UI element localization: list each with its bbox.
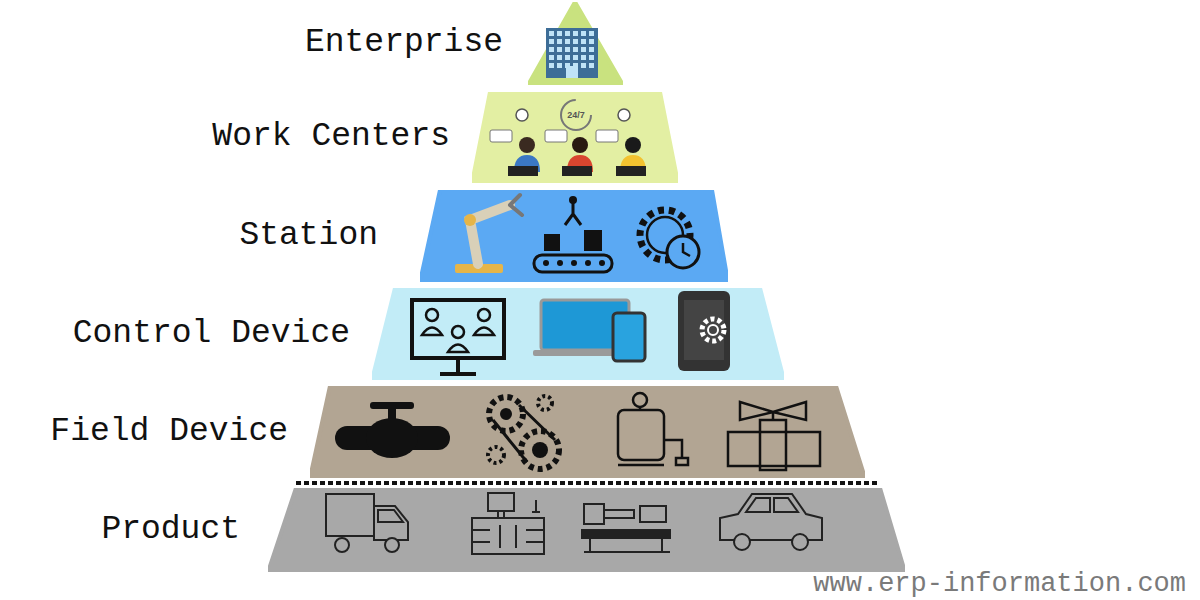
gears-icon	[488, 396, 559, 469]
truck-icon	[326, 494, 408, 552]
lathe-icon	[582, 504, 670, 552]
robot-arm-icon	[455, 195, 522, 273]
car-icon	[720, 494, 822, 550]
icon-text: 24/7	[567, 111, 585, 120]
level-label: Work Centers	[212, 119, 450, 155]
level-label: Field Device	[50, 414, 288, 450]
dotted-separator	[296, 481, 880, 485]
level-label: Enterprise	[305, 25, 503, 61]
valve-icon	[335, 402, 450, 458]
monitor-icon	[412, 300, 504, 374]
gear-clock-icon	[640, 210, 699, 268]
laptop-tablet-icon	[533, 300, 645, 361]
level-label: Control Device	[73, 316, 350, 352]
building-icon	[546, 28, 598, 78]
watermark: www.erp-information.com	[813, 571, 1186, 598]
phone-gear-icon	[678, 291, 730, 371]
level-label: Product	[101, 512, 240, 548]
conveyor-icon	[534, 196, 612, 272]
butterfly-valve-icon	[728, 402, 820, 470]
pump-icon	[618, 393, 688, 465]
level-label: Station	[239, 218, 378, 254]
desk-icon	[472, 493, 544, 554]
support-team-icon	[490, 100, 646, 176]
